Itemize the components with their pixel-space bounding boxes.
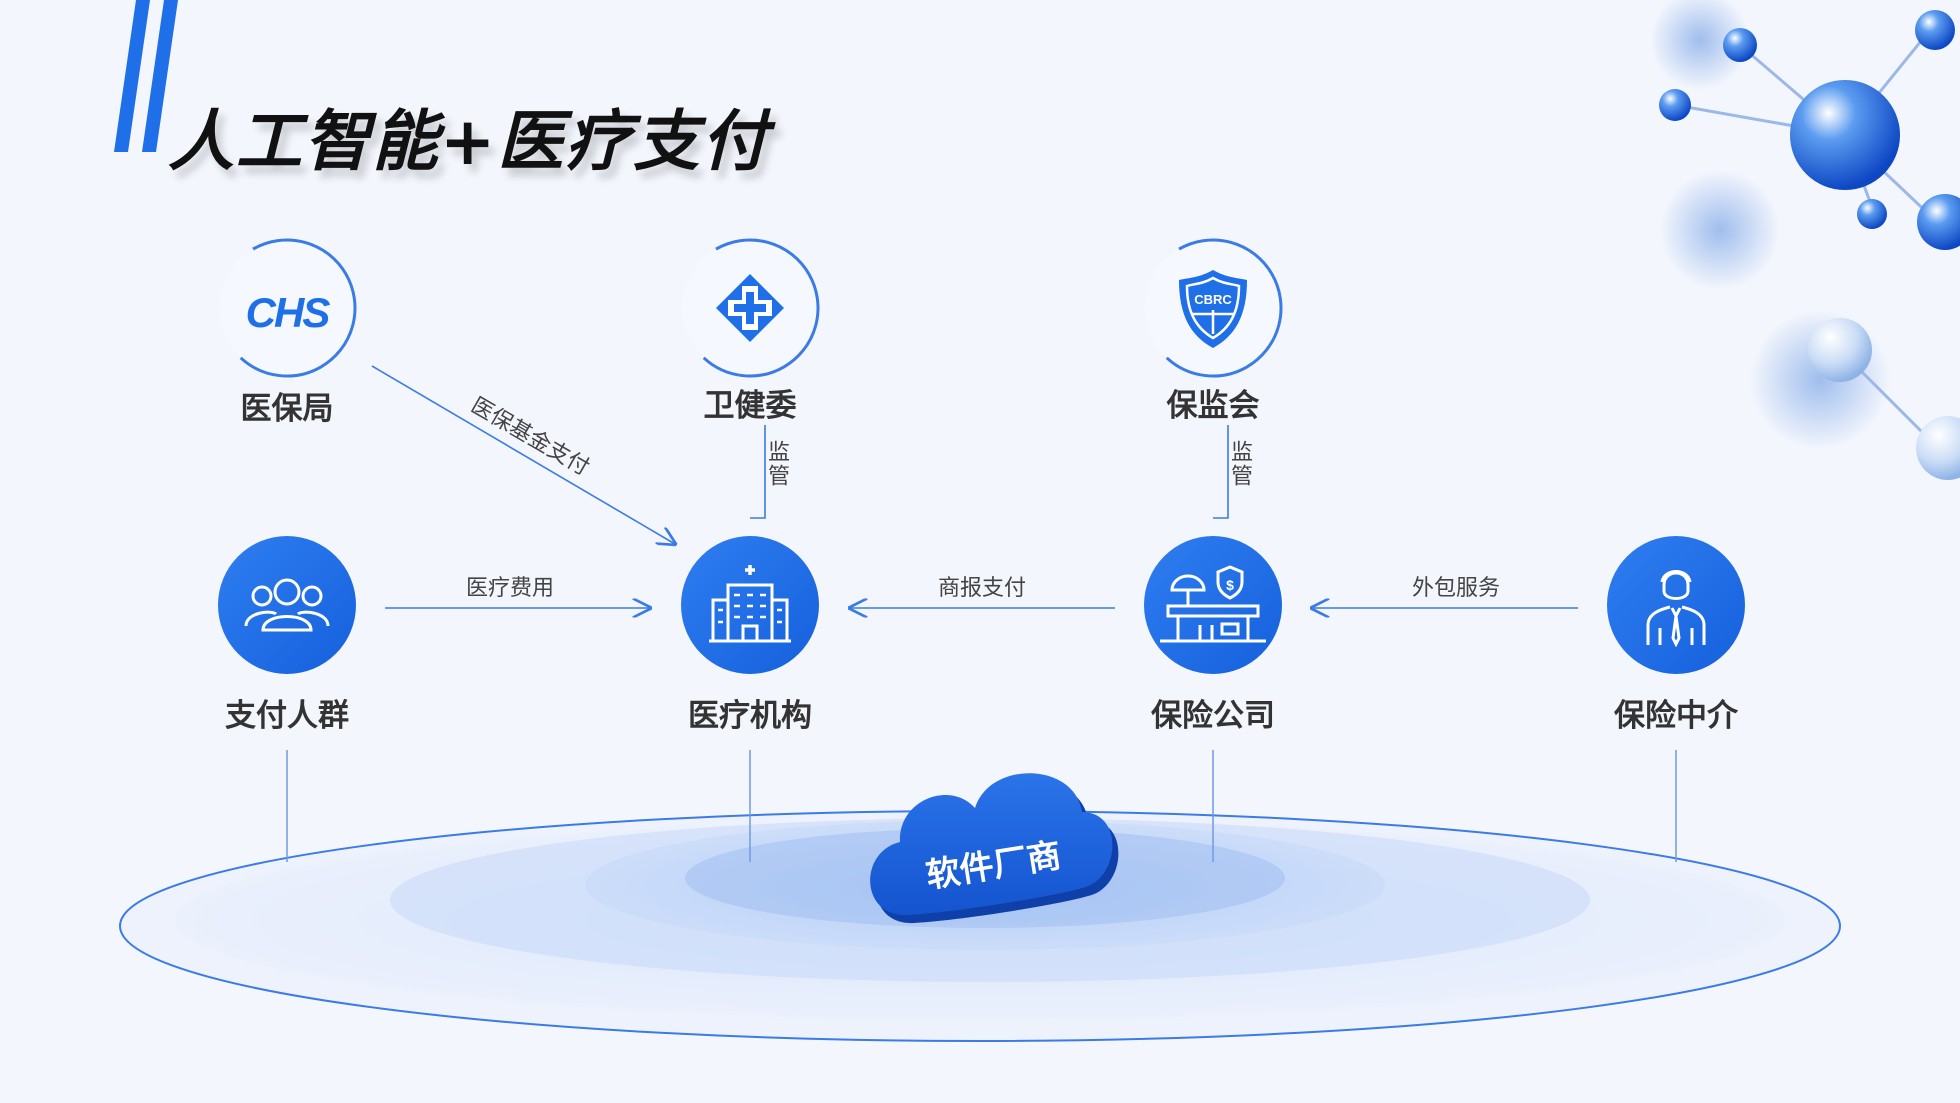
drop-lines [286, 750, 1677, 862]
insurance-company-icon: $ [1160, 565, 1266, 643]
bottom-row-circles [218, 536, 1745, 674]
node-label-bureau: 医保局 [240, 391, 334, 427]
cbrc-shield-icon: CBRC [1179, 270, 1247, 348]
edges [371, 365, 1578, 608]
edge-label-commercial-payment: 商报支付 [937, 576, 1027, 601]
hospital-building-icon [709, 565, 791, 643]
edge-fund-payment [371, 365, 675, 544]
node-label-payers: 支付人群 [225, 698, 349, 734]
svg-text:$: $ [1226, 577, 1234, 593]
node-label-broker: 保险中介 [1614, 698, 1738, 734]
edge-label-supervise-1: 监管 [764, 440, 789, 488]
edge-supervise-1 [750, 425, 766, 519]
edge-supervise-2 [1213, 425, 1229, 519]
node-label-health-commission: 卫健委 [703, 388, 797, 424]
people-group-icon [244, 578, 330, 632]
health-cross-icon [716, 274, 784, 342]
node-label-hospital: 医疗机构 [688, 698, 812, 734]
chs-logo-icon: CHS [246, 289, 333, 336]
svg-text:CHS: CHS [246, 289, 331, 336]
page-title: 人工智能+医疗支付 [168, 103, 770, 180]
software-vendor-cloud [870, 773, 1119, 924]
title-accent-bars [114, 0, 178, 152]
top-row-circles [217, 238, 1283, 378]
platform-base [119, 810, 1841, 1042]
broker-person-icon [1646, 570, 1706, 648]
svg-text:CBRC: CBRC [1194, 292, 1232, 307]
molecule-decoration [1650, 0, 1960, 480]
edge-label-outsourcing: 外包服务 [1411, 576, 1501, 601]
node-label-regulator: 保监会 [1166, 388, 1260, 424]
edge-label-supervise-2: 监管 [1227, 440, 1252, 488]
node-label-insurer: 保险公司 [1151, 698, 1275, 734]
edge-label-medical-fee: 医疗费用 [465, 576, 555, 601]
